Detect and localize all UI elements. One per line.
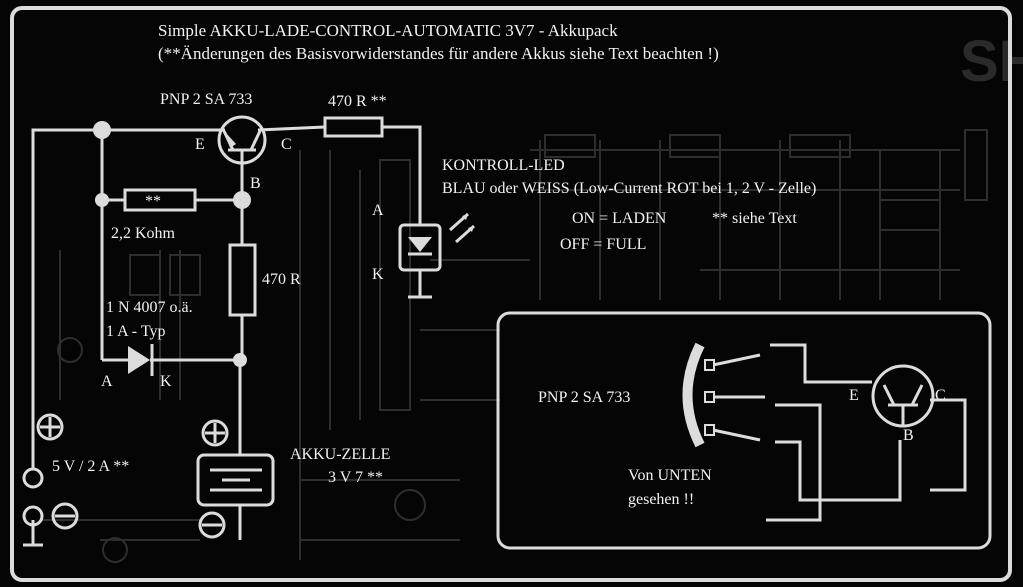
pinout-view-line1: Von UNTEN (628, 467, 712, 484)
pinout-pin-e: E (849, 387, 859, 404)
background-watermark: SH (960, 29, 1023, 94)
diagram-subtitle: (**Änderungen des Basisvorwiderstandes f… (158, 44, 719, 63)
battery-voltage: 3 V 7 ** (328, 469, 383, 486)
transistor-symbol (217, 115, 267, 165)
led-title: KONTROLL-LED (442, 157, 565, 174)
background-pcb-traces (40, 129, 988, 563)
resistor-base-label: 470 R (262, 271, 301, 288)
pinout-transistor-label: PNP 2 SA 733 (538, 389, 631, 406)
battery-label: AKKU-ZELLE (290, 446, 391, 463)
transistor-pin-b: B (250, 175, 261, 192)
pinout-view-line2: gesehen !! (628, 491, 695, 508)
resistor-base (228, 243, 257, 317)
diode-symbol (128, 344, 154, 376)
pinout-pin-c: C (935, 387, 946, 404)
led-color-note: BLAU oder WEISS (Low-Current ROT bei 1, … (442, 180, 817, 197)
outer-frame (10, 6, 1012, 582)
resistor-base-pull-note: ** (145, 193, 161, 210)
pinout-pin-b: B (903, 427, 914, 444)
resistor-top-label: 470 R ** (328, 93, 387, 110)
diode-cathode-label: K (160, 373, 172, 390)
diode-type-label: 1 N 4007 o.ä. (106, 299, 193, 316)
supply-terminals (22, 413, 79, 530)
transistor-pin-c: C (281, 136, 292, 153)
pinout-drawing (682, 342, 967, 522)
led-cathode-label: K (372, 266, 384, 283)
diode-rating-label: 1 A - Typ (106, 323, 166, 340)
resistor-base-pull (123, 188, 197, 212)
led-symbol (398, 212, 475, 272)
diode-anode-label: A (101, 373, 113, 390)
led-off-state: OFF = FULL (560, 236, 647, 253)
supply-label: 5 V / 2 A ** (52, 458, 130, 475)
battery-symbol (196, 419, 275, 539)
pinout-box (496, 311, 992, 550)
diagram-title: Simple AKKU-LADE-CONTROL-AUTOMATIC 3V7 -… (158, 21, 618, 40)
junction-dots (93, 121, 251, 367)
transistor-pin-e: E (195, 136, 205, 153)
led-anode-label: A (372, 202, 384, 219)
transistor-type-label: PNP 2 SA 733 (160, 91, 253, 108)
resistor-base-pull-value: 2,2 Kohm (111, 225, 175, 242)
resistor-top (323, 116, 384, 138)
led-on-state: ON = LADEN (572, 210, 667, 227)
transistor-emitter-arrow (226, 133, 236, 148)
led-note: ** siehe Text (712, 210, 797, 227)
